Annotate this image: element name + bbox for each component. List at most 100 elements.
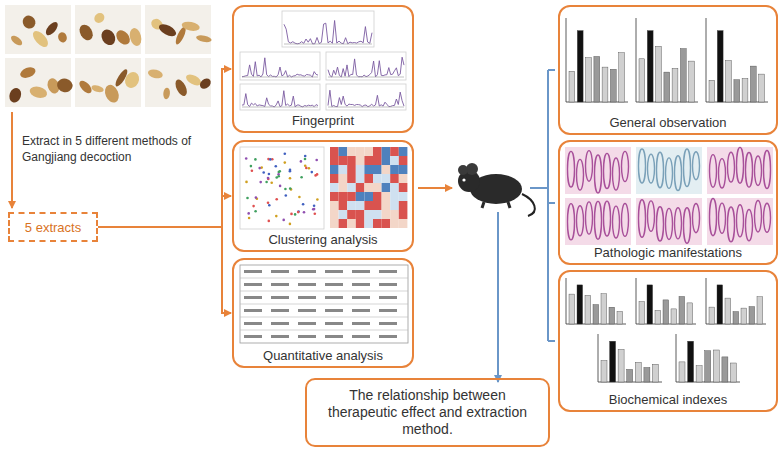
- chart-bar: [601, 294, 607, 324]
- chart-bar: [610, 69, 616, 102]
- heatmap-cell: [373, 156, 382, 165]
- histology-image: [565, 147, 631, 194]
- histology-villus: [755, 156, 762, 185]
- table-cell-mark: [379, 309, 397, 312]
- heatmap-cell: [390, 192, 399, 201]
- heatmap-cell: [330, 156, 339, 165]
- table-cell-mark: [244, 309, 262, 312]
- heatmap-cell: [356, 147, 365, 156]
- node-text: The relationship between therapeutic eff…: [317, 387, 538, 437]
- analysis-panel: Biochemical indexes: [558, 270, 778, 412]
- heatmap-cell: [356, 156, 365, 165]
- chromatogram-frame: [240, 84, 320, 110]
- herb-slice: [92, 11, 106, 25]
- heatmap-cell: [339, 174, 348, 183]
- table-cell-mark: [325, 335, 343, 338]
- histology-villus: [728, 207, 735, 242]
- heatmap-cell: [339, 147, 348, 156]
- chart-axis: [566, 278, 567, 324]
- histology-villus: [586, 151, 593, 182]
- table-cell-mark: [244, 270, 262, 273]
- heatmap-cell: [382, 174, 391, 183]
- scatter-dot: [245, 181, 248, 184]
- table-cell-mark: [244, 322, 262, 325]
- chart-bar: [609, 307, 615, 324]
- table-cell-mark: [352, 335, 370, 338]
- scatter-dot: [251, 169, 254, 172]
- node-text: Clustering analysis: [268, 233, 377, 247]
- table-cell-mark: [379, 322, 397, 325]
- herb-slice: [173, 78, 189, 98]
- herb-slice: [181, 20, 201, 32]
- herb-slice: [28, 85, 48, 100]
- chromatogram-trace: [242, 91, 318, 107]
- scatter-dot: [268, 173, 271, 176]
- heatmap-cell: [373, 201, 382, 210]
- chart-bar: [759, 74, 765, 102]
- histology-villus: [595, 155, 602, 193]
- chart-figures: [5, 5, 773, 382]
- chart-bar: [639, 302, 645, 324]
- connector: [98, 227, 231, 313]
- heatmap-cell: [330, 165, 339, 174]
- chart-bar: [664, 72, 670, 102]
- table-cell-mark: [325, 296, 343, 299]
- heatmap-cell: [364, 192, 373, 201]
- mouse-tail: [522, 194, 535, 216]
- heatmap-cell: [390, 165, 399, 174]
- node-text: Fingerprint: [292, 114, 354, 128]
- heatmap-cell: [364, 201, 373, 210]
- chart-bar: [734, 80, 740, 102]
- histology-villus: [604, 153, 611, 188]
- histology-villus: [746, 153, 753, 188]
- heatmap-cell: [399, 210, 408, 219]
- table-cell-mark: [271, 283, 289, 286]
- scatter-dot: [255, 196, 258, 199]
- chart-bar: [717, 31, 723, 102]
- chart-bar: [709, 307, 715, 324]
- chart-bar: [757, 297, 763, 324]
- heatmap-cell: [339, 201, 348, 210]
- table-cell-mark: [244, 335, 262, 338]
- histology-villus: [746, 210, 753, 241]
- chart-bar: [601, 361, 607, 382]
- to-mouse-arrow: [418, 187, 452, 189]
- heatmap-cell: [382, 147, 391, 156]
- heatmap-cell: [390, 219, 399, 228]
- chart-bar: [730, 363, 736, 382]
- herb-slice: [19, 65, 37, 80]
- heatmap-cell: [364, 210, 373, 219]
- herb-slice: [163, 87, 171, 99]
- heatmap-cell: [364, 165, 373, 174]
- scatter-dot: [269, 158, 272, 161]
- chart-bar: [687, 303, 693, 324]
- histology-villus: [568, 151, 575, 187]
- scatter-dot: [313, 204, 316, 207]
- herb-slice: [157, 22, 178, 39]
- heatmap-cell: [347, 147, 356, 156]
- heatmap-cell: [382, 210, 391, 219]
- scatter-dot: [268, 220, 271, 223]
- scatter-dot: [279, 185, 282, 188]
- chart-bar: [671, 309, 677, 324]
- analysis-panel: Pathologic manifestations: [558, 140, 778, 265]
- chart-axis: [706, 18, 707, 102]
- heatmap-cell: [382, 201, 391, 210]
- scatter-dot: [254, 210, 257, 213]
- scatter-dot: [289, 177, 292, 180]
- scatter-dot: [267, 178, 270, 181]
- histology-villus: [622, 204, 629, 237]
- table-frame: [240, 265, 408, 343]
- heatmap-cell: [347, 210, 356, 219]
- herb-slice: [198, 76, 213, 91]
- herb-slice: [44, 20, 60, 37]
- scatter-dot: [285, 194, 288, 197]
- herb-slice: [91, 84, 105, 94]
- chart-axis: [598, 334, 599, 382]
- heatmap-cell: [330, 201, 339, 210]
- herb-slice: [9, 34, 23, 47]
- heatmap-cell: [390, 183, 399, 192]
- chart-bar: [635, 362, 641, 382]
